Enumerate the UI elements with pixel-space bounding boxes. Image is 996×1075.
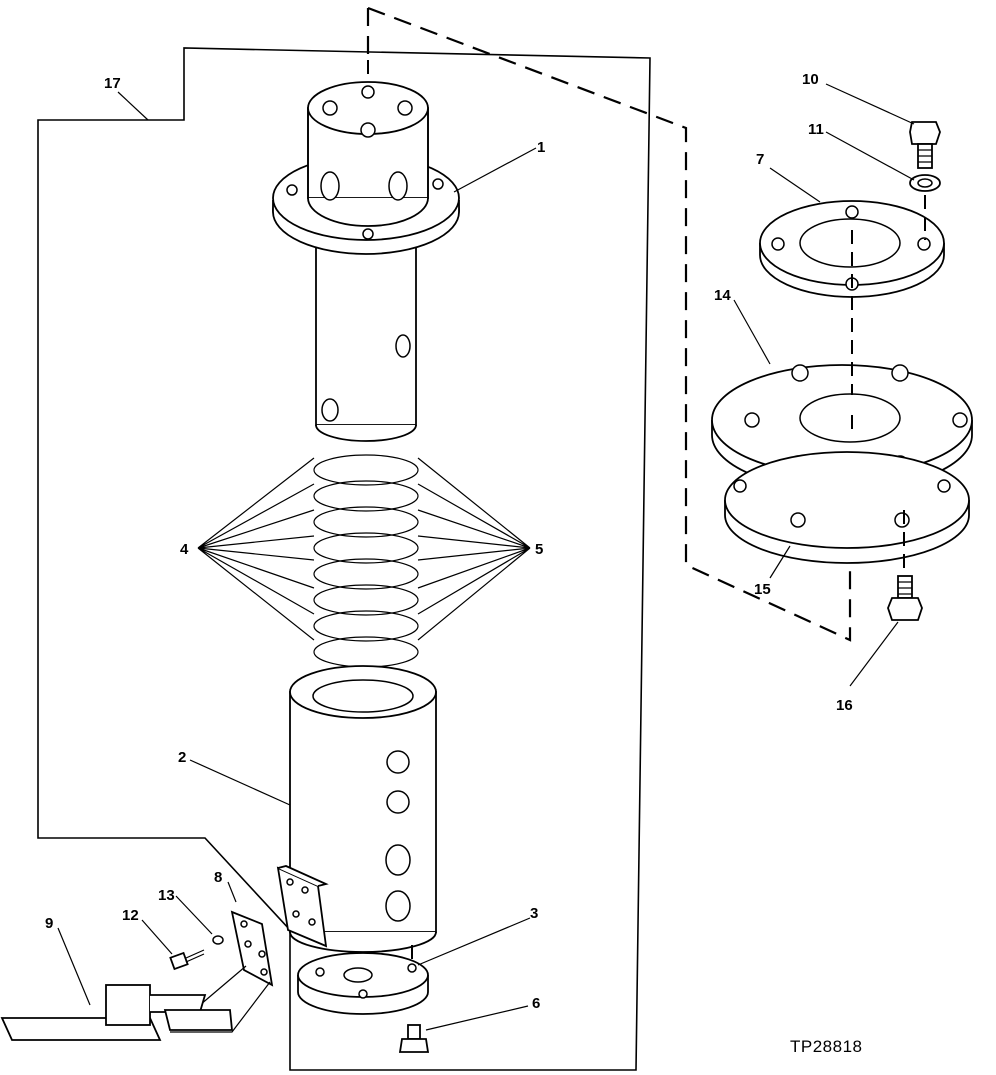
callout-11: 11: [808, 121, 824, 138]
part-1-upper-spindle: [272, 81, 460, 442]
part-3-bottom-flange: [297, 945, 429, 1015]
callout-13: 13: [158, 887, 175, 904]
callout-14: 14: [714, 287, 731, 304]
part-2-lower-housing: [289, 665, 437, 953]
callout-8: 8: [214, 869, 222, 886]
part-4-5-ring-stack: [313, 454, 419, 668]
alignment-lines-right: [851, 195, 926, 575]
part-16-bolt: [887, 575, 923, 621]
callout-9: 9: [45, 915, 53, 932]
part-8-lever-plate: [170, 910, 274, 1033]
callout-1: 1: [537, 139, 545, 156]
dashed-reference-outline: [366, 6, 852, 642]
callout-3: 3: [530, 905, 538, 922]
part-9-pedal: [0, 984, 233, 1041]
part-6-bolt: [398, 1024, 430, 1053]
part-17-outline: [37, 47, 651, 1071]
leader-fan-4: [197, 457, 315, 641]
callout-5: 5: [535, 541, 543, 558]
part-15-disc: [724, 451, 970, 564]
part-11-washer: [909, 174, 941, 192]
callout-7: 7: [756, 151, 764, 168]
callout-10: 10: [802, 71, 819, 88]
part-10-bolt: [909, 121, 941, 169]
callout-6: 6: [532, 995, 540, 1012]
callout-15: 15: [754, 581, 771, 598]
part-12-small-bolt: [169, 949, 205, 971]
figure-id: TP28818: [790, 1037, 863, 1056]
leader-fan-5: [417, 457, 531, 641]
callout-4: 4: [180, 541, 189, 558]
leader-lines: [57, 83, 915, 1031]
callout-16: 16: [836, 697, 853, 714]
mounting-bracket: [276, 865, 329, 948]
part-13-washer: [212, 935, 224, 945]
callout-2: 2: [178, 749, 186, 766]
callout-17: 17: [104, 75, 121, 92]
callout-12: 12: [122, 907, 139, 924]
